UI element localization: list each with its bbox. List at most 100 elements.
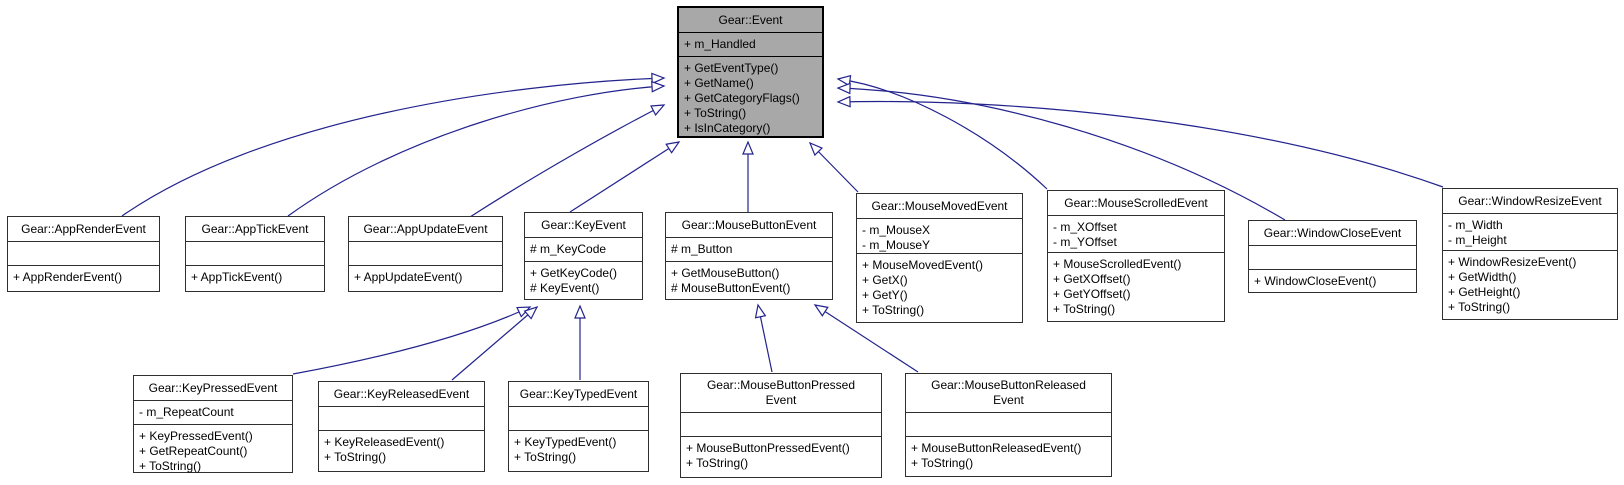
methods-compartment: + MouseButtonReleasedEvent()+ ToString() bbox=[906, 437, 1111, 476]
methods-compartment: + MouseButtonPressedEvent()+ ToString() bbox=[681, 437, 881, 477]
class-title[interactable]: Gear::KeyPressedEvent bbox=[134, 376, 292, 401]
class-attribute: - m_MouseY bbox=[862, 238, 931, 252]
class-method: + GetHeight() bbox=[1448, 285, 1521, 299]
class-attribute: - m_Width bbox=[1448, 218, 1503, 232]
inheritance-edge-8 bbox=[836, 95, 1444, 188]
class-method: + AppTickEvent() bbox=[191, 270, 283, 284]
class-node-gear-keytypedevent[interactable]: Gear::KeyTypedEvent+ KeyTypedEvent()+ To… bbox=[508, 381, 649, 472]
class-method: + ToString() bbox=[1448, 300, 1511, 314]
class-method: + GetKeyCode() bbox=[530, 266, 618, 280]
attributes-compartment bbox=[186, 242, 324, 266]
class-node-gear-mousebuttonevent[interactable]: Gear::MouseButtonEvent# m_Button+ GetMou… bbox=[665, 212, 833, 300]
class-title[interactable]: Gear::WindowCloseEvent bbox=[1249, 221, 1416, 246]
class-method: + ToString() bbox=[911, 456, 974, 470]
class-title[interactable]: Gear::KeyEvent bbox=[525, 213, 642, 238]
class-attribute: + m_Handled bbox=[684, 37, 756, 51]
inheritance-edge-3 bbox=[569, 141, 681, 213]
class-title-line: Gear::KeyPressedEvent bbox=[148, 380, 278, 395]
methods-compartment: + KeyTypedEvent()+ ToString() bbox=[509, 431, 648, 471]
class-attribute: - m_YOffset bbox=[1053, 235, 1117, 249]
class-node-gear-mousescrolledevent[interactable]: Gear::MouseScrolledEvent- m_XOffset- m_Y… bbox=[1047, 190, 1225, 322]
class-method: + MouseButtonReleasedEvent() bbox=[911, 441, 1082, 455]
class-title[interactable]: Gear::KeyReleasedEvent bbox=[319, 382, 484, 407]
attributes-compartment bbox=[8, 242, 159, 266]
class-method: + ToString() bbox=[862, 303, 925, 317]
methods-compartment: + WindowCloseEvent() bbox=[1249, 270, 1416, 293]
class-method: + KeyPressedEvent() bbox=[139, 429, 253, 443]
class-method: + WindowResizeEvent() bbox=[1448, 255, 1577, 269]
class-title[interactable]: Gear::AppTickEvent bbox=[186, 217, 324, 242]
class-title[interactable]: Gear::KeyTypedEvent bbox=[509, 382, 648, 407]
inheritance-edge-6 bbox=[836, 74, 1048, 190]
class-node-gear-keypressedevent[interactable]: Gear::KeyPressedEvent- m_RepeatCount+ Ke… bbox=[133, 375, 293, 473]
class-method: + MouseButtonPressedEvent() bbox=[686, 441, 850, 455]
class-title[interactable]: Gear::MouseScrolledEvent bbox=[1048, 191, 1224, 216]
class-title[interactable]: Gear::MouseButtonEvent bbox=[666, 213, 832, 238]
class-node-gear-keyreleasedevent[interactable]: Gear::KeyReleasedEvent+ KeyReleasedEvent… bbox=[318, 381, 485, 472]
class-node-gear-event[interactable]: Gear::Event+ m_Handled+ GetEventType()+ … bbox=[677, 6, 824, 138]
class-method: + KeyTypedEvent() bbox=[514, 435, 617, 449]
class-node-gear-windowcloseevent[interactable]: Gear::WindowCloseEvent+ WindowCloseEvent… bbox=[1248, 220, 1417, 293]
attributes-compartment: - m_RepeatCount bbox=[134, 401, 292, 425]
class-title-line: Gear::AppUpdateEvent bbox=[363, 221, 488, 236]
class-node-gear-apptickevent[interactable]: Gear::AppTickEvent+ AppTickEvent() bbox=[185, 216, 325, 292]
inheritance-edge-9 bbox=[292, 306, 532, 375]
methods-compartment: + AppUpdateEvent() bbox=[349, 266, 502, 291]
class-attribute: # m_KeyCode bbox=[530, 242, 607, 256]
class-title-line: Gear::MouseMovedEvent bbox=[871, 198, 1008, 213]
class-method: + MouseMovedEvent() bbox=[862, 258, 984, 272]
class-title-line: Gear::AppRenderEvent bbox=[21, 221, 146, 236]
attributes-compartment bbox=[509, 407, 648, 431]
class-node-gear-apprenderevent[interactable]: Gear::AppRenderEvent+ AppRenderEvent() bbox=[7, 216, 160, 292]
inheritance-edge-1 bbox=[287, 80, 666, 217]
class-method: + GetWidth() bbox=[1448, 270, 1517, 284]
class-method: + GetMouseButton() bbox=[671, 266, 780, 280]
class-title[interactable]: Gear::WindowResizeEvent bbox=[1443, 189, 1617, 214]
inheritance-edge-13 bbox=[813, 304, 919, 373]
class-node-gear-keyevent[interactable]: Gear::KeyEvent# m_KeyCode+ GetKeyCode()#… bbox=[524, 212, 643, 300]
class-attribute: - m_XOffset bbox=[1053, 220, 1117, 234]
attributes-compartment bbox=[681, 413, 881, 437]
inheritance-edge-12 bbox=[754, 303, 773, 373]
class-title-line: Gear::Event bbox=[718, 12, 783, 27]
class-title[interactable]: Gear::AppUpdateEvent bbox=[349, 217, 502, 242]
class-title[interactable]: Gear::AppRenderEvent bbox=[8, 217, 159, 242]
inheritance-edge-7 bbox=[836, 82, 1286, 221]
class-method: # MouseButtonEvent() bbox=[671, 281, 791, 295]
methods-compartment: + GetEventType()+ GetName()+ GetCategory… bbox=[679, 57, 822, 140]
methods-compartment: + GetMouseButton()# MouseButtonEvent() bbox=[666, 262, 832, 300]
methods-compartment: + KeyPressedEvent()+ GetRepeatCount()+ T… bbox=[134, 425, 292, 478]
class-attribute: - m_MouseX bbox=[862, 223, 931, 237]
attributes-compartment bbox=[319, 407, 484, 431]
class-method: + GetXOffset() bbox=[1053, 272, 1131, 286]
inheritance-edge-10 bbox=[451, 305, 539, 381]
class-method: + AppUpdateEvent() bbox=[354, 270, 463, 284]
class-node-gear-mousemovedevent[interactable]: Gear::MouseMovedEvent- m_MouseX- m_Mouse… bbox=[856, 193, 1023, 323]
class-title-line: Gear::MouseButtonPressed bbox=[706, 378, 856, 392]
class-method: + IsInCategory() bbox=[684, 121, 771, 135]
class-method: + GetYOffset() bbox=[1053, 287, 1131, 301]
class-method: + GetName() bbox=[684, 76, 754, 90]
class-method: + MouseScrolledEvent() bbox=[1053, 257, 1182, 271]
class-node-gear-appupdateevent[interactable]: Gear::AppUpdateEvent+ AppUpdateEvent() bbox=[348, 216, 503, 292]
class-method: + ToString() bbox=[139, 459, 202, 473]
class-method: + ToString() bbox=[684, 106, 747, 120]
class-method: + GetRepeatCount() bbox=[139, 444, 248, 458]
attributes-compartment: - m_XOffset- m_YOffset bbox=[1048, 216, 1224, 253]
attributes-compartment: + m_Handled bbox=[679, 33, 822, 57]
class-title[interactable]: Gear::MouseMovedEvent bbox=[857, 194, 1022, 219]
class-title-line: Gear::MouseButtonReleased bbox=[931, 378, 1086, 392]
class-method: # KeyEvent() bbox=[530, 281, 600, 295]
class-title-line: Gear::AppTickEvent bbox=[201, 221, 309, 236]
class-title[interactable]: Gear::Event bbox=[679, 8, 822, 33]
class-method: + GetX() bbox=[862, 273, 908, 287]
class-node-gear-windowresizeevent[interactable]: Gear::WindowResizeEvent- m_Width- m_Heig… bbox=[1442, 188, 1618, 320]
class-method: + ToString() bbox=[324, 450, 387, 464]
class-title-line: Event bbox=[993, 393, 1024, 407]
